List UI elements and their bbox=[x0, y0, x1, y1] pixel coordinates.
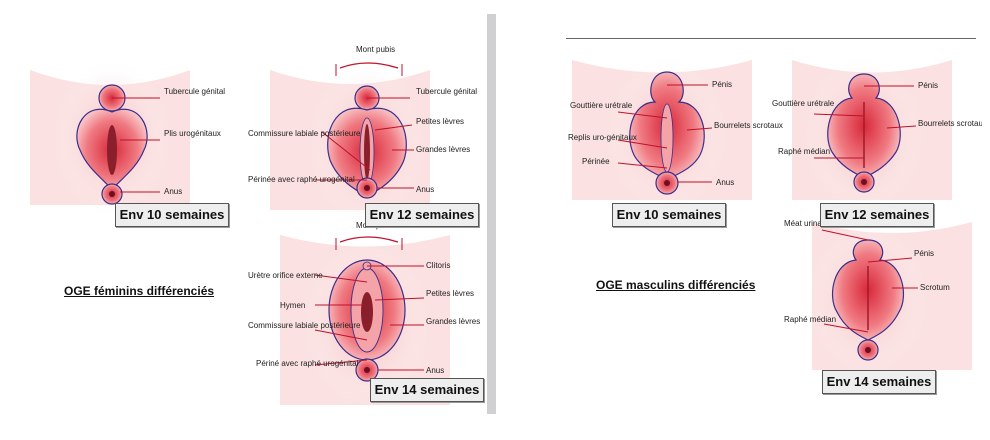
male-stage-10w: Pénis Gouttière urétrale Bourrelets scro… bbox=[568, 55, 783, 215]
female-stage-12w: Mont pubis Tubercule génital Petites lèv… bbox=[248, 45, 477, 230]
label: Périné avec raphé urogénital bbox=[256, 359, 359, 368]
label: Clitoris bbox=[426, 261, 450, 270]
female-stage-10w: Tubercule génital Plis urogénitaux Anus bbox=[30, 58, 225, 218]
label: Replis uro-génitaux bbox=[568, 133, 637, 142]
stage-box-14w: Env 14 semaines bbox=[370, 378, 484, 402]
label: Hymen bbox=[280, 301, 305, 310]
male-panel: Pénis Gouttière urétrale Bourrelets scro… bbox=[562, 40, 987, 400]
male-title: OGE masculins différenciés bbox=[596, 278, 756, 292]
male-diagrams: Pénis Gouttière urétrale Bourrelets scro… bbox=[568, 55, 987, 378]
label: Grandes lèvres bbox=[416, 145, 470, 154]
label: Méat urinaire bbox=[784, 219, 831, 228]
label: Urètre orifice externe bbox=[248, 271, 323, 280]
label: Anus bbox=[416, 185, 434, 194]
label: Gouttière urétrale bbox=[570, 101, 633, 110]
label: Commissure labiale postérieure bbox=[248, 129, 361, 138]
label: Mont pubis bbox=[356, 45, 395, 54]
label: Plis urogénitaux bbox=[164, 129, 221, 138]
female-title: OGE féminins différenciés bbox=[64, 284, 215, 298]
male-stage-12w: Pénis Gouttière urétrale Bourrelets scro… bbox=[772, 55, 987, 215]
label: Anus bbox=[164, 187, 182, 196]
female-diagrams: Tubercule génital Plis urogénitaux Anus … bbox=[30, 45, 480, 410]
label: Pénis bbox=[914, 249, 934, 258]
label: Scrotum bbox=[920, 283, 950, 292]
label: Pénis bbox=[918, 81, 938, 90]
label: Petites lèvres bbox=[416, 117, 464, 126]
label: Bourrelets scrotaux bbox=[918, 119, 982, 128]
male-stage-14w: Méat urinaire Pénis Scrotum Raphé médian bbox=[784, 219, 972, 378]
top-rule bbox=[566, 38, 976, 39]
female-stage-14w: Mont pubis Urètre orifice externe Clitor… bbox=[248, 221, 480, 410]
label: Commissure labiale postérieure bbox=[248, 321, 361, 330]
stage-box-10w: Env 10 semaines bbox=[115, 203, 229, 227]
stage-box-10w-male: Env 10 semaines bbox=[612, 203, 726, 227]
label: Raphé médian bbox=[778, 147, 830, 156]
label: Bourrelets scrotaux bbox=[714, 121, 783, 130]
label: Petites lèvres bbox=[426, 289, 474, 298]
stage-box-12w-male: Env 12 semaines bbox=[820, 203, 934, 227]
label: Anus bbox=[426, 366, 444, 375]
stage-box-12w: Env 12 semaines bbox=[365, 203, 479, 227]
divider bbox=[487, 14, 496, 414]
stage-box-14w-male: Env 14 semaines bbox=[822, 370, 936, 394]
label: Grandes lèvres bbox=[426, 317, 480, 326]
label: Tubercule génital bbox=[416, 87, 477, 96]
label: Périnée avec raphé urogénital bbox=[248, 175, 355, 184]
label: Raphé médian bbox=[784, 315, 836, 324]
label: Anus bbox=[716, 178, 734, 187]
label: Périnée bbox=[582, 157, 610, 166]
label: Gouttière urétrale bbox=[772, 99, 835, 108]
label: Pénis bbox=[712, 80, 732, 89]
label: Tubercule génital bbox=[164, 87, 225, 96]
